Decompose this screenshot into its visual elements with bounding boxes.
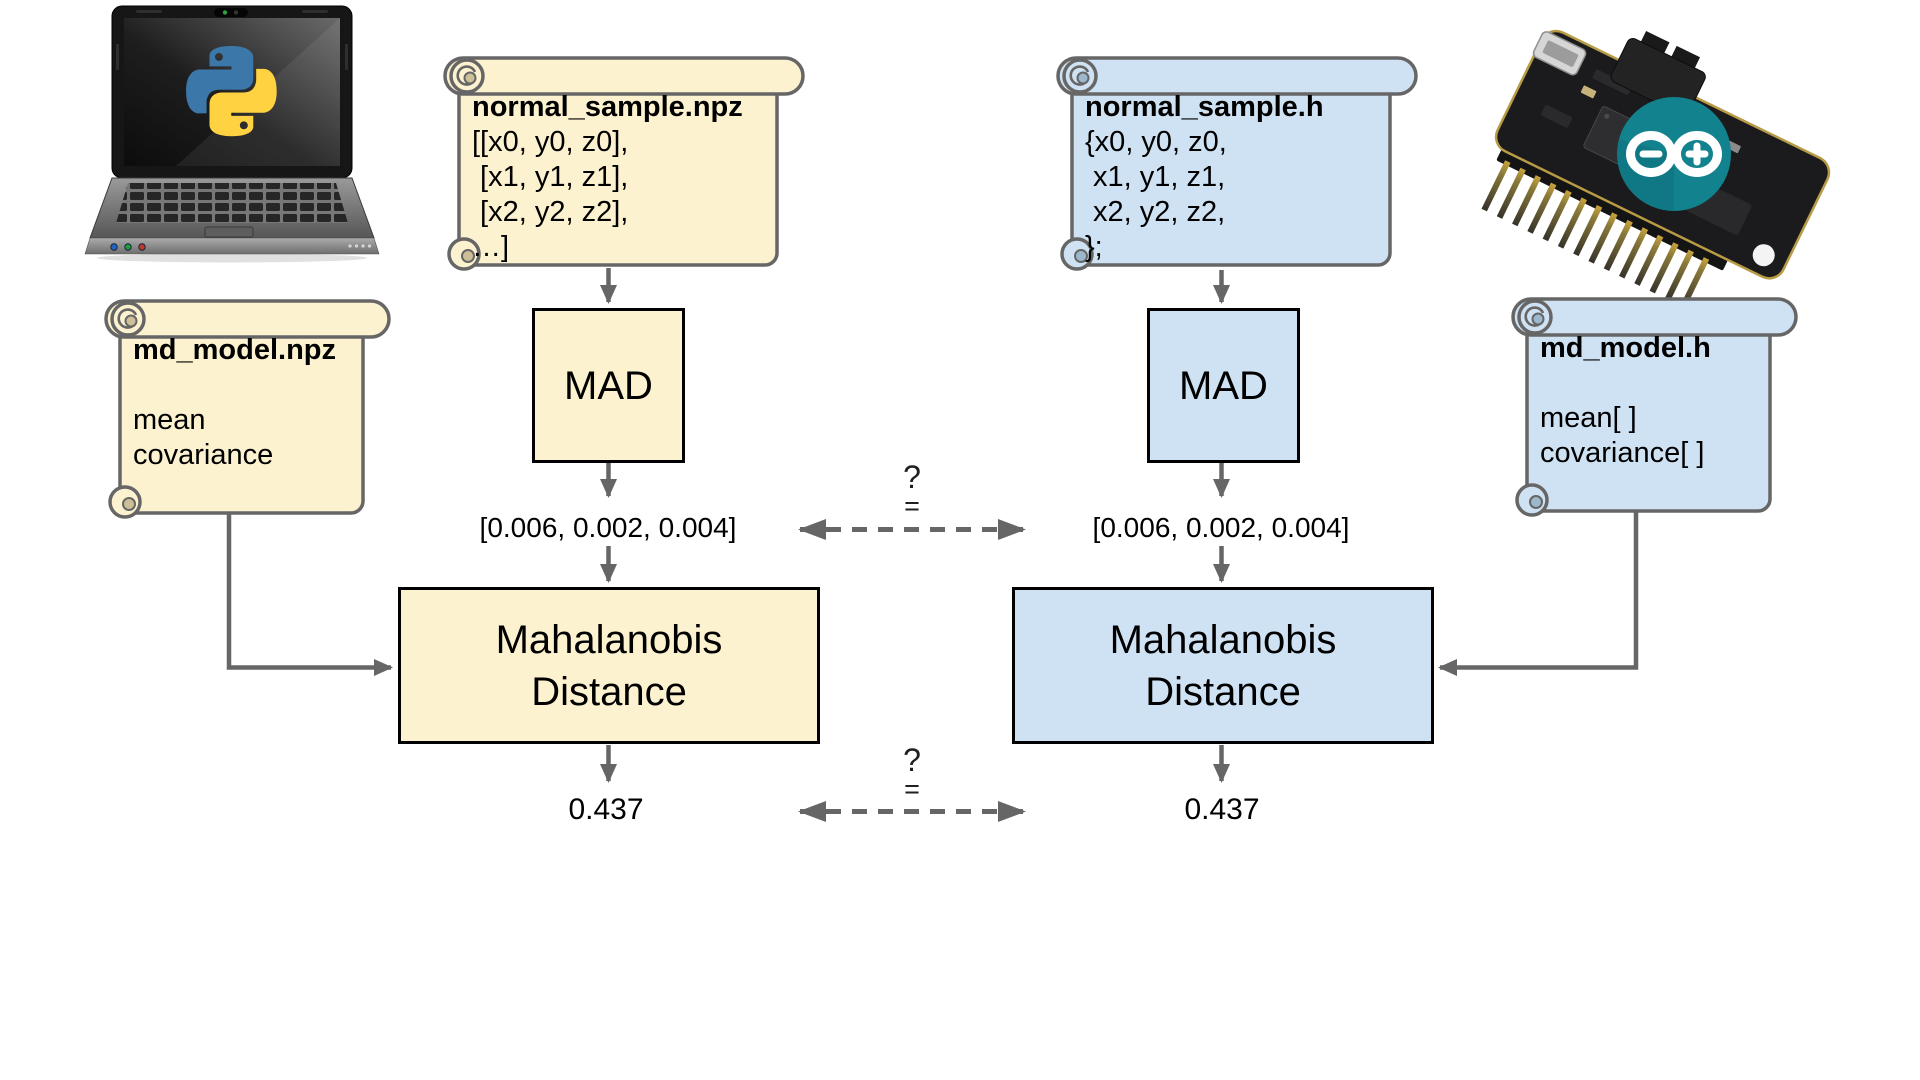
file-content-line: mean[ ] (1540, 402, 1637, 434)
webcam (214, 8, 248, 17)
mad-label: MAD (1179, 363, 1268, 408)
scroll-shape (1056, 56, 1418, 271)
arduino-board-image (1481, 29, 1831, 300)
scroll-shape (1511, 297, 1798, 517)
python-logo-icon (186, 46, 277, 137)
battery-connector (1610, 30, 1706, 116)
file-note-md-model-h: md_model.h mean[ ] covariance[ ] (1511, 293, 1798, 523)
mounting-hole-right (1752, 244, 1775, 267)
header-pins (1481, 160, 1710, 300)
mad-box-python: MAD (532, 308, 685, 463)
arduino-logo-icon (1616, 97, 1731, 212)
file-content-line: x1, y1, z1, (1085, 161, 1226, 193)
arrow-model-to-distance-arduino (1438, 511, 1639, 676)
file-content-line: [x1, y1, z1], (472, 161, 629, 193)
file-content-line: {x0, y0, z0, (1085, 126, 1227, 158)
laptop-shadow (97, 253, 367, 263)
file-content-line: …] (472, 231, 510, 263)
question-mark: ? (903, 742, 921, 778)
mad-output-python: [0.006, 0.002, 0.004] (479, 512, 737, 543)
distance-result-arduino: 0.437 (1184, 793, 1260, 826)
file-title: md_model.npz (133, 334, 337, 366)
mahalanobis-box-python: Mahalanobis Distance (398, 587, 820, 744)
distance-result-python: 0.437 (568, 793, 644, 826)
keyboard (116, 183, 348, 223)
laptop-base (84, 177, 380, 255)
file-note-normal-sample-npz: normal_sample.npz [[x0, y0, z0], [x1, y1… (443, 52, 805, 272)
distance-label-line1: Mahalanobis (1109, 617, 1337, 662)
equals-sign: = (904, 774, 920, 804)
arrow-model-to-distance-python (226, 514, 393, 676)
mad-output-arduino: [0.006, 0.002, 0.004] (1092, 512, 1350, 543)
file-content-line: }; (1085, 231, 1103, 263)
file-content-line: [[x0, y0, z0], (472, 126, 629, 158)
mahalanobis-box-arduino: Mahalanobis Distance (1012, 587, 1434, 744)
distance-label-line2: Distance (1145, 669, 1301, 714)
file-content-line: [x2, y2, z2], (472, 196, 629, 228)
file-title: md_model.h (1540, 332, 1711, 364)
file-note-normal-sample-h: normal_sample.h {x0, y0, z0, x1, y1, z1,… (1056, 52, 1418, 272)
file-title: normal_sample.h (1085, 91, 1324, 123)
trackpad (204, 226, 254, 238)
file-note-md-model-npz: md_model.npz mean covariance (104, 295, 391, 525)
python-laptop-image (84, 5, 380, 263)
equality-question-bottom: ? = (903, 742, 921, 804)
file-title: normal_sample.npz (472, 91, 743, 123)
file-content-line: covariance[ ] (1540, 437, 1705, 469)
distance-label-line2: Distance (531, 669, 687, 714)
equals-sign: = (904, 491, 920, 521)
file-content-line: x2, y2, z2, (1085, 196, 1226, 228)
scroll-shape (443, 56, 805, 271)
file-content-line: mean (133, 404, 206, 436)
question-mark: ? (903, 459, 921, 495)
equality-question-top: ? = (903, 459, 921, 521)
scroll-shape (104, 299, 391, 519)
distance-label-line1: Mahalanobis (495, 617, 723, 662)
mad-label: MAD (564, 363, 653, 408)
mad-box-arduino: MAD (1147, 308, 1300, 463)
file-content-line: covariance (133, 439, 274, 471)
laptop-screen (111, 5, 353, 179)
